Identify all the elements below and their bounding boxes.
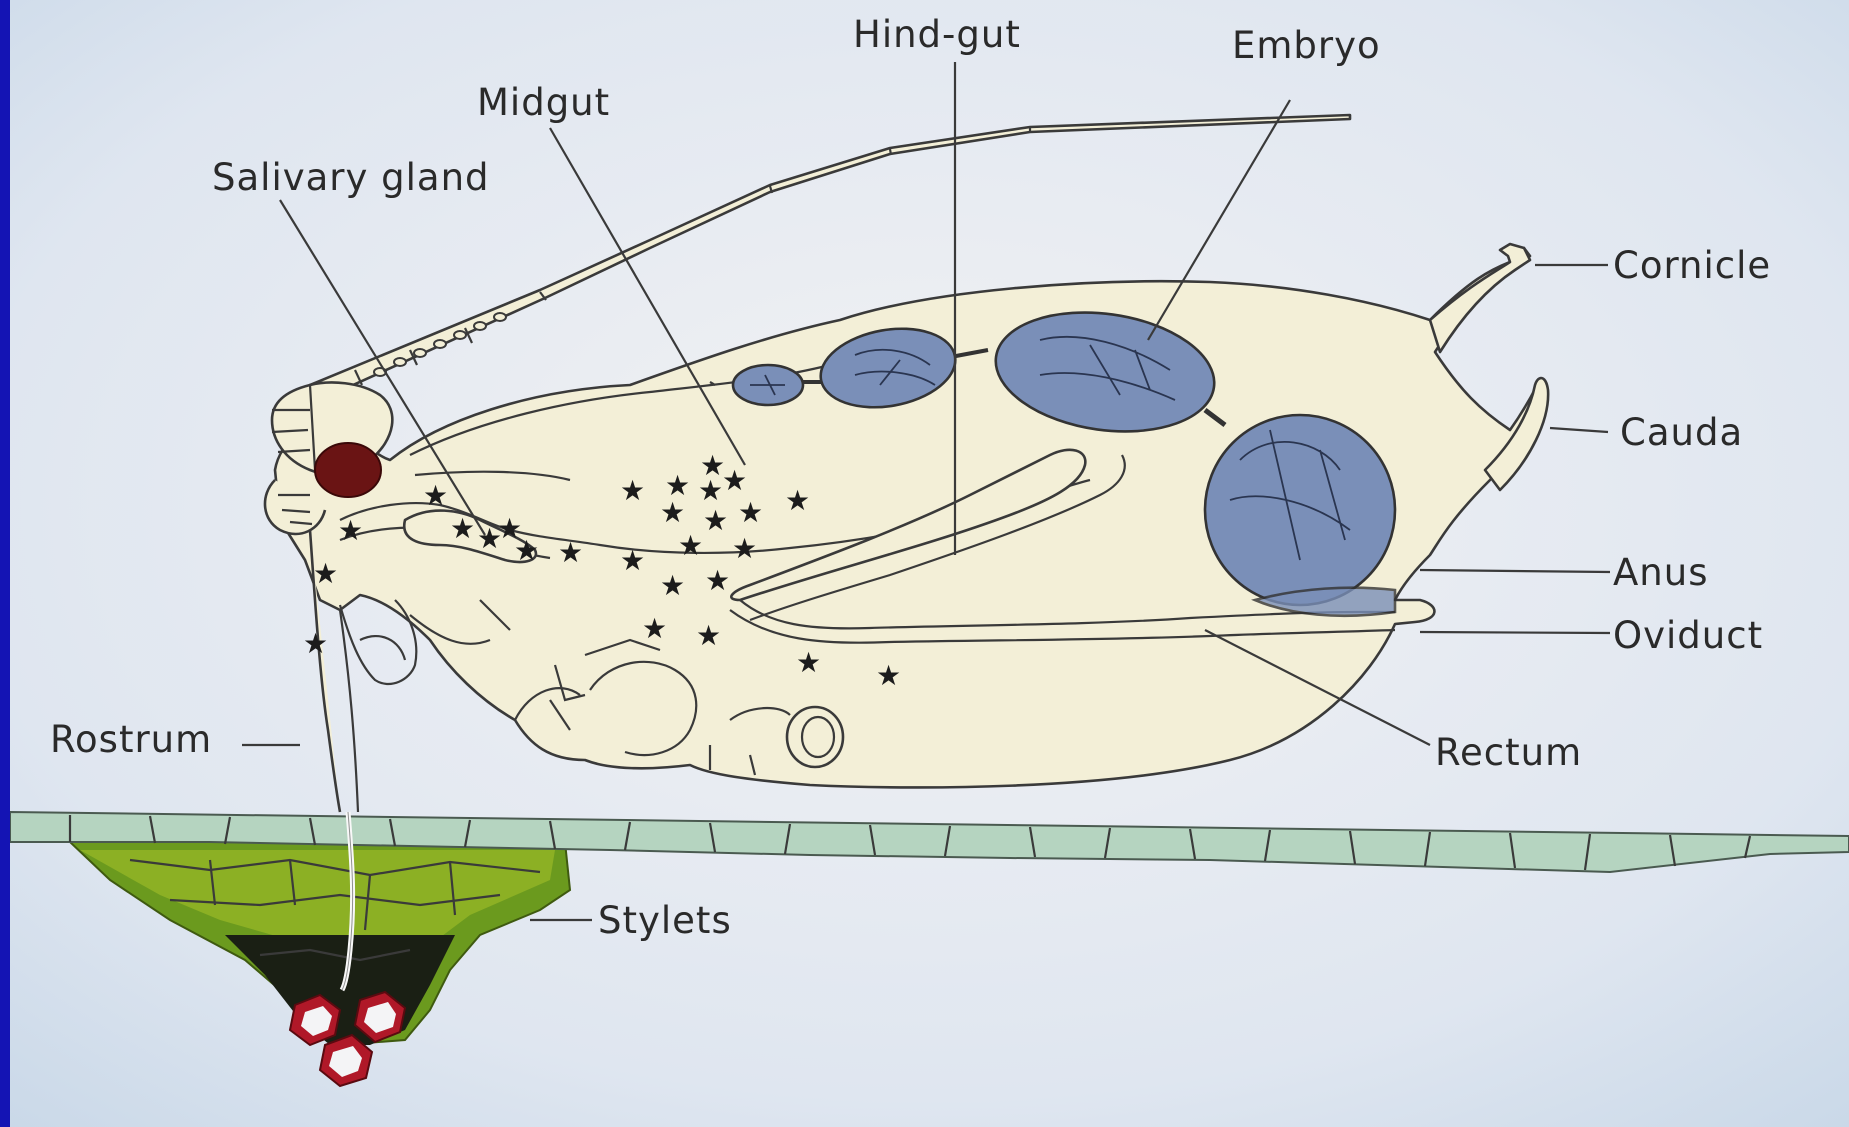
star-marker: ★ — [732, 532, 757, 565]
label-anus: Anus — [1613, 551, 1709, 594]
star-marker: ★ — [696, 619, 721, 652]
label-hind-gut: Hind-gut — [853, 13, 1021, 56]
star-marker: ★ — [703, 504, 728, 537]
label-salivary-gland: Salivary gland — [212, 156, 490, 199]
star-marker: ★ — [705, 564, 730, 597]
label-embryo: Embryo — [1232, 24, 1381, 67]
compound-eye — [315, 443, 381, 497]
star-marker: ★ — [660, 569, 685, 602]
star-marker: ★ — [698, 474, 723, 507]
star-marker: ★ — [338, 514, 363, 547]
label-cauda: Cauda — [1620, 411, 1743, 454]
label-midgut: Midgut — [477, 81, 610, 124]
star-marker: ★ — [785, 484, 810, 517]
label-stylets: Stylets — [598, 899, 732, 942]
label-oviduct: Oviduct — [1613, 614, 1763, 657]
star-marker: ★ — [450, 512, 475, 545]
star-marker: ★ — [620, 474, 645, 507]
star-marker: ★ — [722, 464, 747, 497]
star-marker: ★ — [660, 496, 685, 529]
star-marker: ★ — [796, 646, 821, 679]
star-marker: ★ — [678, 529, 703, 562]
star-marker: ★ — [514, 534, 539, 567]
star-marker: ★ — [642, 612, 667, 645]
label-rostrum: Rostrum — [50, 718, 212, 761]
aphid-anatomy-diagram: ★ ★ ★ ★ ★ ★ ★ ★ ★ ★ ★ ★ ★ ★ ★ ★ ★ ★ ★ ★ … — [10, 0, 1849, 1127]
star-marker: ★ — [558, 536, 583, 569]
star-marker: ★ — [423, 479, 448, 512]
label-cornicle: Cornicle — [1613, 244, 1771, 287]
star-marker: ★ — [313, 557, 338, 590]
star-marker: ★ — [876, 659, 901, 692]
label-rectum: Rectum — [1435, 731, 1582, 774]
star-marker: ★ — [738, 496, 763, 529]
star-marker: ★ — [620, 544, 645, 577]
star-marker: ★ — [303, 627, 328, 660]
